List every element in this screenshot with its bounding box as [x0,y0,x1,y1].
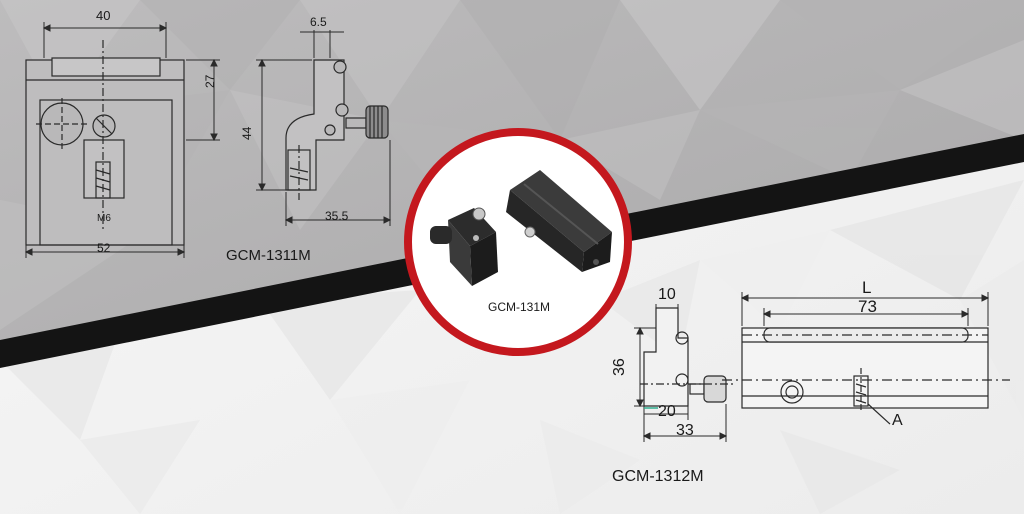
gcm-1311m-side-view [285,59,389,200]
thread-label: M6 [97,213,111,224]
gcm-1312m-long-dimension-lines [740,292,990,326]
model-label-gcm-1311m: GCM-1311M [226,247,311,264]
photo-caption: GCM-131M [488,300,551,314]
dim-1312-height: 36 [611,358,628,376]
dim-1311-height: 27 [203,74,217,88]
dim-1312-length-label: L [862,278,872,297]
gray-polygon-texture [0,0,1024,330]
clamp-block-photo [430,207,498,286]
model-label-gcm-1312m: GCM-1312M [612,468,704,485]
dim-1311-side-top: 6.5 [310,15,327,29]
dim-1312-length: 73 [858,297,877,316]
gcm-1312m-front-view [640,307,736,407]
dim-1311-side-height: 44 [240,126,254,140]
dim-1311-side-bottom: 35.5 [325,209,349,223]
dim-1311-bottom-width: 52 [97,241,111,255]
gcm-1311m-dimension-lines [24,22,220,258]
red-ring [404,128,632,356]
gcm-1311m-side-dimension-lines [256,30,392,226]
product-photo-badge [404,128,632,356]
rail-block-photo [506,170,612,272]
dim-1312-width: 33 [676,422,694,439]
gcm-1312m-long-view [722,327,1010,425]
gcm-1312m-front-dimension-lines [634,304,728,442]
dim-1311-top-width: 40 [96,8,111,23]
callout-a: A [892,412,903,429]
gcm-1311m-front-view [25,40,185,246]
dim-1312-inner: 20 [658,403,676,420]
dim-1312-top: 10 [658,286,676,303]
